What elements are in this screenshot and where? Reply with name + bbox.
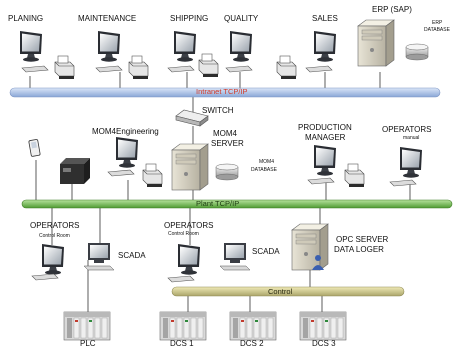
label-manual: manual [403,135,420,141]
label-planing: PLANING [8,14,44,23]
erp-server-icon [357,19,395,67]
label-production: PRODUCTION [298,123,352,132]
label-data-loger: DATA LOGER [334,245,384,254]
label-operators-manual: OPERATORS [382,125,432,134]
intranet-bus [9,87,441,98]
control-bus-label: Control [268,287,293,296]
label-shipping: SHIPPING [170,14,209,23]
maintenance-monitor-icon [98,31,120,62]
label-operators-mid: OPERATORS [164,221,214,230]
label-scada-mid: SCADA [252,247,280,256]
planing-keyboard-icon [21,65,49,73]
plc-rack-icon [63,311,111,341]
quality-keyboard-icon [225,65,253,73]
label-dcs1: DCS 1 [170,339,194,348]
operators-control-room-keyboard-icon [31,273,59,281]
sales-keyboard-icon [305,65,333,73]
label-mom4-db-2: DATABASE [251,167,277,173]
production-manager-keyboard-icon [307,177,335,185]
label-operators-left: OPERATORS [30,221,80,230]
label-switch: SWITCH [202,106,234,115]
quality-monitor-icon [230,31,252,62]
label-mom4-db-1: MOM4 [259,159,274,165]
label-opc-server: OPC SERVER [336,235,389,244]
label-printer-icon [60,158,90,184]
planing-printer-icon [54,55,75,80]
control-bus [171,286,405,297]
scada-left-icon [83,243,115,271]
label-control-room-left: Control Room [39,233,70,239]
production-manager-printer-icon [344,163,365,188]
scada-mid-icon [219,243,251,271]
erp-database-icon [405,43,429,61]
production-manager-monitor-icon [314,145,336,176]
planing-monitor-icon [20,31,42,62]
operators-control-room-2-keyboard-icon [167,275,195,283]
intranet-bus-label: Intranet TCP/IP [196,87,248,96]
label-mom4engineering: MOM4Engineering [92,127,159,136]
label-mom4-server: SERVER [211,139,244,148]
operators-control-room-2-monitor-icon [178,244,200,275]
operators-manual-keyboard-icon [389,179,417,187]
operators-control-room-monitor-icon [42,244,64,275]
user-icon [312,255,324,270]
label-erp-db-1: ERP [432,20,443,26]
label-mom4: MOM4 [213,129,237,138]
label-dcs2: DCS 2 [240,339,264,348]
sales-monitor-icon [314,31,336,62]
shipping-monitor-icon [174,31,196,62]
shipping-keyboard-icon [167,65,195,73]
maintenance-keyboard-icon [95,65,123,73]
label-sales: SALES [312,14,338,23]
mom4eng-printer-icon [142,163,163,188]
shipping-printer-icon [198,53,219,78]
operators-manual-monitor-icon [400,147,422,178]
mom4eng-monitor-icon [116,137,138,168]
dcs3-rack-icon [299,311,347,341]
label-maintenance: MAINTENANCE [78,14,137,23]
dcs2-rack-icon [229,311,277,341]
label-quality: QUALITY [224,14,259,23]
label-scada-left: SCADA [118,251,146,260]
label-erp-db-2: DATABASE [424,27,450,33]
plant-bus [21,199,453,209]
opc-server-icon [291,223,329,271]
maintenance-printer-icon [128,55,149,80]
label-erp: ERP (SAP) [372,5,412,14]
mom4-server-icon [171,143,209,191]
switch-icon [175,109,209,127]
mom4-database-icon [215,163,239,181]
dcs1-rack-icon [159,311,207,341]
handheld-icon [28,139,41,157]
label-plc: PLC [80,339,96,348]
label-manager: MANAGER [305,133,346,142]
label-control-room-mid: Control Room [168,231,199,237]
mom4eng-keyboard-icon [107,169,135,177]
plant-bus-label: Plant TCP/IP [196,199,240,208]
label-dcs3: DCS 3 [312,339,336,348]
quality-printer-icon [276,55,297,80]
